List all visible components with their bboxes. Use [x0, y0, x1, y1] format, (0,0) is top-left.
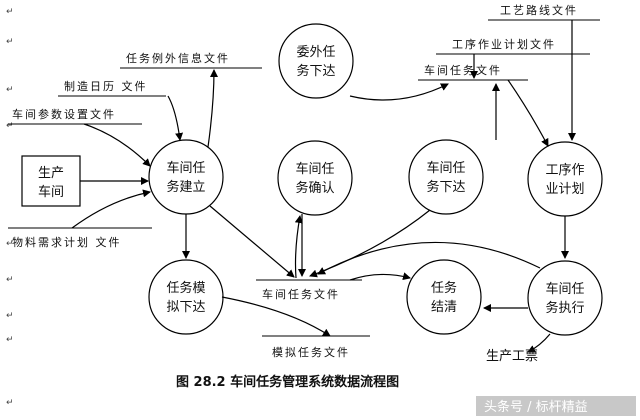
svg-text:头条号 / 标杆精益: 头条号 / 标杆精益: [484, 399, 588, 415]
flow-simulate-to-simfile: [221, 296, 331, 337]
store-task-exception: 任务例外信息文件: [120, 51, 262, 69]
output-ticket-label: 生产工票: [486, 349, 538, 364]
svg-text:↵: ↵: [6, 7, 14, 17]
svg-text:工序作业计划文件: 工序作业计划文件: [452, 37, 556, 51]
process-plan: 工序作 业计划: [527, 141, 603, 217]
svg-text:业计划: 业计划: [545, 182, 584, 197]
svg-text:车间任: 车间任: [295, 161, 334, 177]
svg-text:务下达: 务下达: [296, 63, 335, 79]
svg-text:模拟任务文件: 模拟任务文件: [272, 345, 350, 359]
flow-build-to-exception: [207, 69, 218, 148]
flow-release-to-taskfile: [309, 209, 431, 278]
svg-text:务下达: 务下达: [426, 179, 465, 195]
svg-text:任务模: 任务模: [166, 280, 205, 296]
svg-text:车间任务文件: 车间任务文件: [262, 287, 340, 301]
svg-text:↵: ↵: [6, 121, 14, 131]
figure-caption: 图 28.2 车间任务管理系统数据流程图: [176, 374, 399, 390]
svg-text:拟下达: 拟下达: [166, 300, 205, 315]
process-build: 车间任 务建立: [148, 139, 224, 215]
store-material-req: 物料需求计划 文件: [8, 227, 152, 249]
process-simulate: 任务模 拟下达: [148, 259, 224, 335]
svg-text:生产: 生产: [38, 166, 64, 181]
process-confirm: 车间任 务确认: [277, 140, 353, 216]
entity-production-workshop: 生产 车间: [21, 155, 81, 207]
store-process-plan: 工序作业计划文件: [436, 37, 590, 55]
svg-text:车间任: 车间任: [166, 160, 205, 176]
flow-calendar-to-build: [167, 95, 184, 141]
svg-text:↵: ↵: [6, 85, 14, 95]
svg-text:车间任: 车间任: [545, 281, 584, 297]
svg-text:制造日历 文件: 制造日历 文件: [64, 79, 148, 93]
svg-text:车间参数设置文件: 车间参数设置文件: [12, 107, 116, 121]
svg-text:委外任: 委外任: [296, 45, 335, 60]
store-workshop-task-main: 车间任务文件: [256, 279, 362, 301]
process-outsource: 委外任 务下达: [278, 23, 354, 99]
watermark: 头条号 / 标杆精益: [476, 396, 636, 416]
svg-text:↵: ↵: [6, 335, 14, 345]
process-execute: 车间任 务执行: [527, 260, 603, 336]
svg-text:↵: ↵: [6, 239, 14, 249]
svg-text:工艺路线文件: 工艺路线文件: [500, 3, 578, 17]
flow-outsource-to-topfile: [349, 83, 449, 101]
svg-text:物料需求计划 文件: 物料需求计划 文件: [12, 235, 122, 249]
svg-text:↵: ↵: [6, 398, 14, 408]
svg-text:务执行: 务执行: [545, 300, 584, 316]
svg-text:任务例外信息文件: 任务例外信息文件: [126, 51, 230, 65]
flow-taskfile-to-settle: [349, 272, 411, 281]
store-process-route: 工艺路线文件: [488, 3, 600, 21]
svg-text:↵: ↵: [6, 275, 14, 285]
flow-material-to-build: [71, 189, 151, 229]
svg-text:结清: 结清: [431, 300, 457, 315]
process-release: 车间任 务下达: [408, 139, 484, 215]
store-simulation: 模拟任务文件: [262, 335, 370, 359]
svg-text:车间任务文件: 车间任务文件: [424, 63, 502, 77]
flow-taskfile-to-confirm: [294, 215, 303, 279]
svg-text:车间: 车间: [38, 184, 64, 200]
store-workshop-params: 车间参数设置文件: [8, 107, 142, 125]
flow-execute-to-ticket: [527, 333, 551, 353]
flow-execute-to-taskfile: [317, 241, 541, 275]
flow-topfile-to-plan: [507, 79, 549, 147]
data-flows: [71, 20, 576, 353]
svg-text:↵: ↵: [6, 37, 14, 47]
store-workshop-task-top: 车间任务文件: [418, 63, 528, 81]
svg-text:务确认: 务确认: [295, 180, 334, 196]
svg-text:务建立: 务建立: [166, 179, 205, 195]
svg-text:↵: ↵: [6, 311, 14, 321]
svg-text:车间任: 车间任: [426, 160, 465, 176]
svg-text:工序作: 工序作: [545, 163, 584, 178]
process-settle: 任务 结清: [406, 259, 482, 335]
flow-build-to-taskfile: [209, 205, 295, 278]
flow-params-to-build: [83, 123, 151, 167]
paragraph-marks: ↵ ↵ ↵ ↵ ↵ ↵ ↵ ↵ ↵: [6, 7, 14, 408]
store-calendar: 制造日历 文件: [58, 79, 166, 97]
svg-text:任务: 任务: [431, 280, 457, 296]
